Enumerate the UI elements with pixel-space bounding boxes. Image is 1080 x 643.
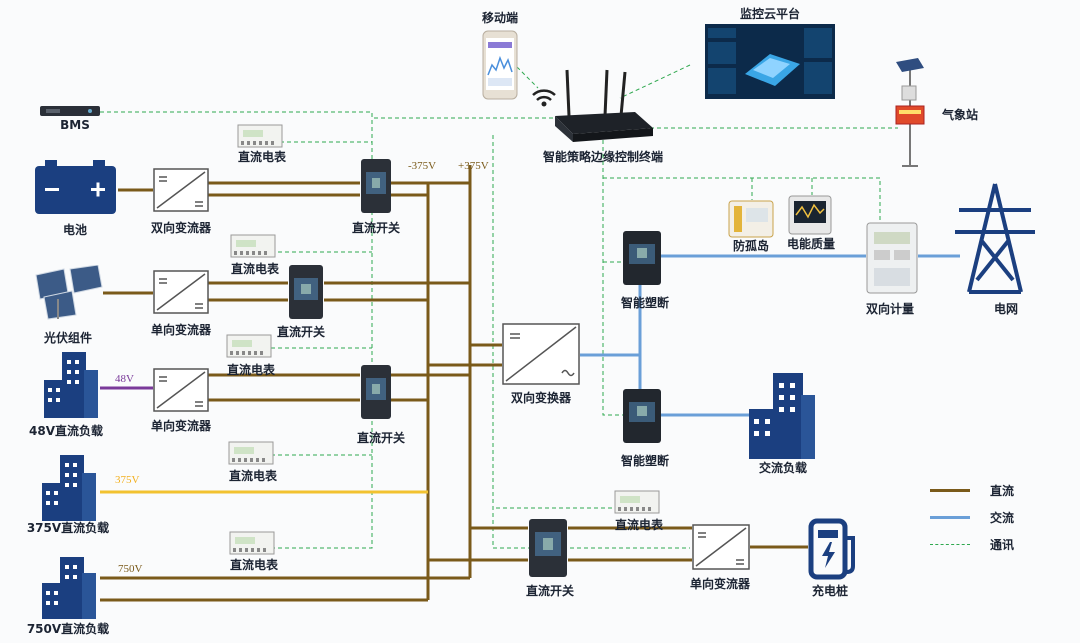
building-375v-icon: [42, 455, 96, 521]
label-switch-48: 直流开关: [356, 431, 406, 445]
building-ac-load-icon: [749, 373, 815, 459]
dc-switch-ev-icon: [529, 519, 567, 577]
label-conv-48: 单向变流器: [150, 419, 212, 433]
label-meter-375: 直流电表: [228, 469, 278, 483]
label-load48: 48V直流负载: [29, 424, 103, 438]
label-cloud: 监控云平台: [739, 7, 801, 21]
label-breaker1: 智能塑断: [620, 296, 670, 310]
mobile-phone-icon: [482, 30, 518, 100]
label-meter-48: 直流电表: [226, 363, 276, 377]
label-switch-ev: 直流开关: [525, 584, 575, 598]
label-breaker2: 智能塑断: [620, 454, 670, 468]
ev-charger-icon: [808, 518, 855, 580]
solar-panel-icon: [35, 265, 103, 320]
legend-swatch: [930, 516, 970, 519]
label-load375: 375V直流负载: [26, 521, 110, 535]
voltage-375: 375V: [115, 474, 140, 486]
label-switch-top: 直流开关: [351, 221, 401, 235]
weather-station-icon: [895, 58, 925, 167]
label-meter-top: 直流电表: [237, 150, 287, 164]
dc-meter-ev-icon: [614, 490, 660, 514]
label-inverter: 双向变换器: [510, 391, 572, 405]
label-meter-750: 直流电表: [229, 558, 279, 572]
label-grid: 电网: [993, 302, 1019, 316]
label-conv-bidir: 双向变流器: [150, 221, 212, 235]
legend-label: 交流: [990, 511, 1015, 525]
label-edge: 智能策略边缘控制终端: [542, 150, 664, 164]
label-meter-ev: 直流电表: [614, 518, 664, 532]
smart-breaker-1-icon: [623, 231, 661, 285]
label-meter-pv: 直流电表: [230, 262, 280, 276]
dc-meter-375v-icon: [228, 441, 274, 465]
label-anti-island: 防孤岛: [732, 239, 770, 253]
anti-island-device-icon: [728, 200, 774, 238]
edge-controller-icon: [532, 69, 653, 142]
cloud-dashboard-icon: [705, 24, 835, 99]
label-bidir-meter: 双向计量: [865, 302, 915, 316]
battery-icon: [35, 160, 116, 214]
label-power-quality: 电能质量: [786, 237, 836, 251]
bidirectional-meter-icon: [866, 222, 918, 294]
dc-switch-pv-icon: [289, 265, 323, 319]
legend-item: 通讯: [930, 536, 1014, 553]
bidirectional-inverter-icon: [502, 323, 580, 385]
building-48v-icon: [44, 352, 98, 418]
voltage-48: 48V: [115, 373, 134, 385]
dc-meter-750v-icon: [229, 531, 275, 555]
dc-meter-pv-icon: [230, 234, 276, 258]
label-pv: 光伏组件: [43, 331, 93, 345]
dc-switch-48v-icon: [361, 365, 391, 419]
label-switch-pv: 直流开关: [276, 325, 326, 339]
legend-label: 直流: [990, 484, 1015, 498]
ac-lines: [580, 254, 960, 417]
legend-swatch: [930, 544, 970, 545]
bidirectional-converter-icon: [153, 168, 209, 212]
smart-breaker-2-icon: [623, 389, 661, 443]
label-charger: 充电桩: [811, 584, 849, 598]
label-mobile: 移动端: [481, 11, 519, 25]
label-conv-ev: 单向变流器: [689, 577, 751, 591]
bms-device-icon: [40, 106, 100, 116]
label-battery: 电池: [62, 223, 88, 237]
dc-switch-top-icon: [361, 159, 391, 213]
voltage-neg375: -375V: [408, 160, 437, 172]
dc-meter-top-icon: [237, 124, 283, 148]
legend-label: 通讯: [990, 538, 1015, 552]
voltage-pos375: +375V: [458, 160, 489, 172]
label-weather: 气象站: [941, 108, 979, 122]
dc-lines: [100, 165, 808, 602]
comm-lines: [100, 61, 898, 549]
ev-converter-icon: [692, 524, 750, 570]
pv-converter-icon: [153, 270, 209, 314]
legend-item: 直流: [930, 482, 1014, 499]
48v-converter-icon: [153, 368, 209, 412]
voltage-750: 750V: [118, 563, 143, 575]
power-quality-device-icon: [788, 195, 832, 235]
label-conv-pv: 单向变流器: [150, 323, 212, 337]
legend-swatch: [930, 489, 970, 492]
label-ac-load: 交流负载: [758, 461, 808, 475]
label-load750: 750V直流负载: [26, 622, 110, 636]
building-750v-icon: [42, 557, 96, 619]
label-bms: BMS: [60, 118, 90, 132]
power-tower-icon: [955, 183, 1035, 294]
dc-meter-48v-icon: [226, 334, 272, 358]
legend-item: 交流: [930, 509, 1014, 526]
